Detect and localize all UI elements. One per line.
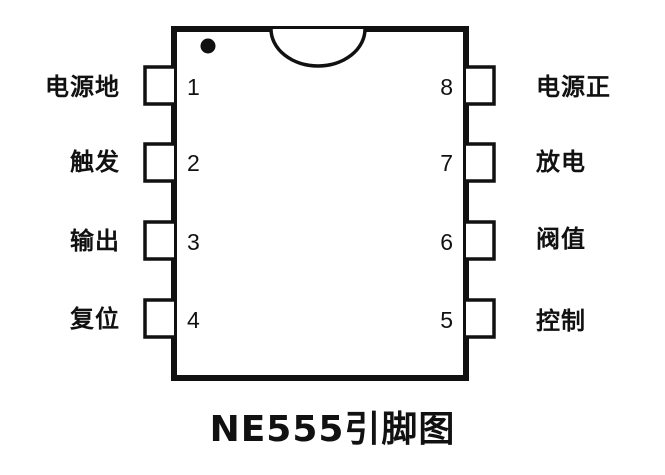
- pin-number-3: 3: [187, 229, 200, 255]
- pin-number-8: 8: [440, 74, 453, 100]
- pin-label-6: 阀值: [536, 225, 586, 253]
- pin-stub-7: [466, 142, 496, 183]
- pin-label-2: 触发: [70, 148, 120, 176]
- right-pin-stubs: [466, 65, 496, 339]
- pin-stub-1: [143, 65, 174, 106]
- pin-stub-5: [466, 298, 496, 339]
- pin-number-6: 6: [440, 229, 453, 255]
- left-pin-stubs: [143, 65, 174, 339]
- pin-number-4: 4: [187, 307, 200, 333]
- diagram-title: NE555引脚图: [209, 409, 456, 450]
- pin-number-5: 5: [440, 307, 453, 333]
- pin-stub-8: [466, 65, 496, 106]
- pin-number-1: 1: [187, 74, 200, 100]
- chip-body: [171, 26, 469, 381]
- pin-stub-3: [143, 220, 174, 261]
- orientation-notch-icon: [269, 28, 367, 68]
- pin-label-1: 电源地: [45, 73, 120, 101]
- pin1-dot-icon: [200, 38, 216, 54]
- pin-label-5: 控制: [536, 307, 586, 335]
- pin-label-7: 放电: [536, 148, 586, 176]
- pin-stub-6: [466, 220, 496, 261]
- pin-label-8: 电源正: [536, 73, 611, 101]
- pin-label-3: 输出: [70, 227, 120, 255]
- pin-number-7: 7: [440, 150, 453, 176]
- pin-stub-2: [143, 142, 174, 183]
- pin-stub-4: [143, 298, 174, 339]
- pin-number-2: 2: [187, 150, 200, 176]
- pin-label-4: 复位: [70, 305, 120, 333]
